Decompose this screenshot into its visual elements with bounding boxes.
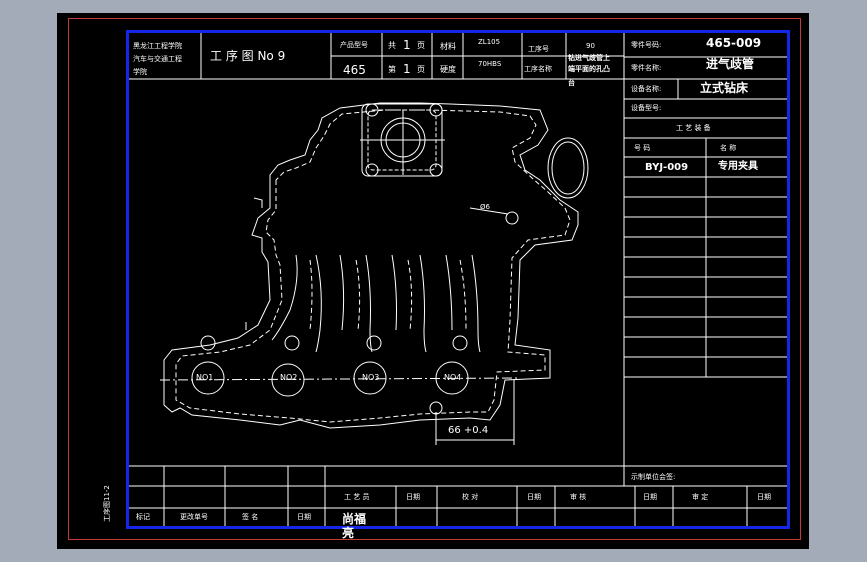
sign-label: 签 名 [242, 513, 259, 521]
cad-viewport[interactable] [57, 13, 809, 549]
fixture-name-value: 专用夹具 [718, 161, 758, 172]
process-name-line3: 台 [568, 79, 575, 87]
product-model-label: 产品型号 [340, 41, 368, 49]
date-label-3: 日期 [643, 493, 657, 501]
craftsman-label: 工 艺 员 [344, 493, 370, 501]
page-unit: 页 [417, 65, 425, 74]
school-dept-suffix: 学院 [133, 68, 147, 76]
total-value: 1 [403, 38, 411, 52]
process-name-line1: 钻进气歧管上 [568, 54, 610, 62]
part-name-label: 零件名称: [631, 64, 662, 72]
hardness-label: 硬度 [440, 65, 456, 74]
date-label-4: 日期 [757, 493, 771, 501]
fixture-header: 工 艺 装 备 [676, 124, 711, 132]
review-label: 审 核 [570, 493, 587, 501]
page-label: 第 [388, 65, 396, 74]
total-label: 共 [388, 41, 396, 50]
change-doc-label: 更改单号 [180, 513, 208, 521]
material-value: ZL105 [478, 38, 501, 46]
part-no-value: 465-009 [706, 36, 762, 50]
hardness-value: 70HBS [478, 60, 502, 68]
date-label-0: 日期 [297, 513, 311, 521]
dimension-label: 66 +0.4 [448, 425, 489, 436]
approval-label: 示制单位会签: [631, 473, 676, 481]
mark-label: 标记 [136, 513, 150, 521]
part-name-value: 进气歧管 [706, 57, 755, 71]
material-label: 材料 [440, 42, 456, 51]
total-unit: 页 [417, 41, 425, 50]
fixture-no-header: 号 码 [634, 144, 651, 152]
product-model-value: 465 [343, 63, 366, 77]
approve-label: 审 定 [692, 493, 709, 501]
check-label: 校 对 [462, 493, 479, 501]
side-label: 工序图11-2 [103, 485, 111, 522]
equipment-label: 设备名称: [631, 85, 662, 93]
process-name-line2: 端平面的孔凸 [568, 65, 610, 73]
date-label-1: 日期 [406, 493, 420, 501]
equipment-model-label: 设备型号: [631, 104, 662, 112]
fixture-no-value: BYJ-009 [645, 162, 689, 173]
drawing-border-outer [68, 18, 801, 540]
drawing-border-inner [126, 30, 790, 529]
drawing-title: 工 序 图 No 9 [210, 49, 286, 63]
hole-label-2: NO2 [280, 373, 298, 382]
school-name: 黑龙江工程学院 [133, 42, 182, 50]
hole-label-3: NO3 [362, 373, 380, 382]
hole-label-1: NO1 [196, 373, 214, 382]
school-dept: 汽车与交通工程 [133, 55, 182, 63]
process-no-value: 90 [586, 42, 595, 50]
fixture-name-header: 名 称 [720, 144, 737, 152]
signature: 尚福亮 [342, 512, 367, 540]
date-label-2: 日期 [527, 493, 541, 501]
part-no-label: 零件号码: [631, 41, 662, 49]
angle-label: Ø6 [480, 203, 490, 211]
process-name-label: 工序名称 [524, 65, 552, 73]
hole-label-4: NO4 [444, 373, 462, 382]
equipment-value: 立式钻床 [700, 81, 749, 95]
page-value: 1 [403, 62, 411, 76]
process-no-label: 工序号 [528, 45, 549, 53]
